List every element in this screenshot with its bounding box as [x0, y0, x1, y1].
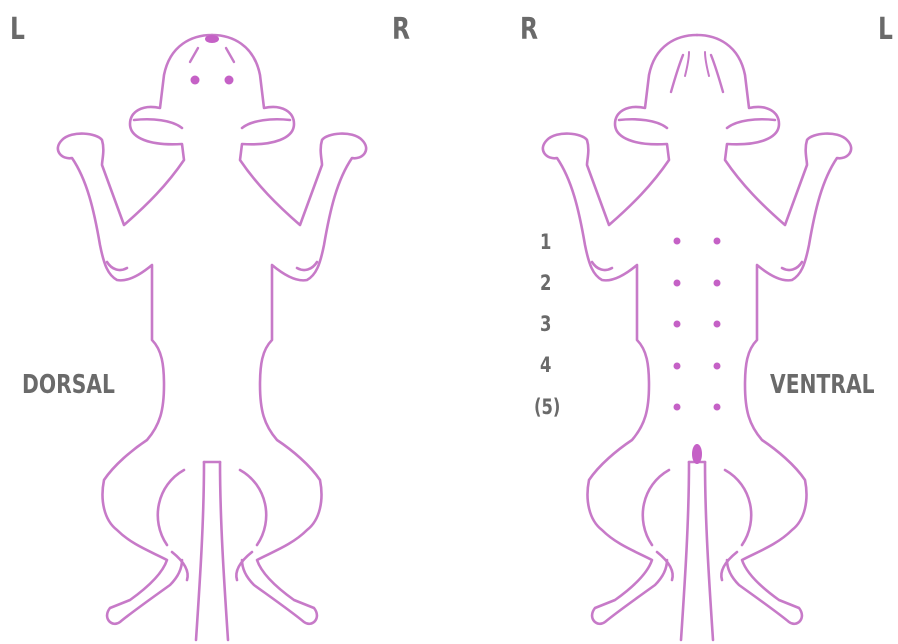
nipple-dot-3-right [714, 321, 721, 328]
dorsal-head-marker [205, 35, 219, 43]
nipple-dot-5-left [674, 404, 681, 411]
nipple-dot-4-right [714, 363, 721, 370]
left-eye-dot [191, 76, 200, 85]
nipple-dot-1-right [714, 238, 721, 245]
nipple-dot-1-left [674, 238, 681, 245]
genital-marker [692, 444, 702, 464]
nipple-dot-3-left [674, 321, 681, 328]
nipple-dot-2-right [714, 280, 721, 287]
ventral-rat-outline [543, 35, 851, 640]
right-eye-dot [225, 76, 234, 85]
nipple-dot-5-right [714, 404, 721, 411]
nipple-dot-4-left [674, 363, 681, 370]
nipple-dot-2-left [674, 280, 681, 287]
dorsal-rat-outline [58, 35, 366, 640]
